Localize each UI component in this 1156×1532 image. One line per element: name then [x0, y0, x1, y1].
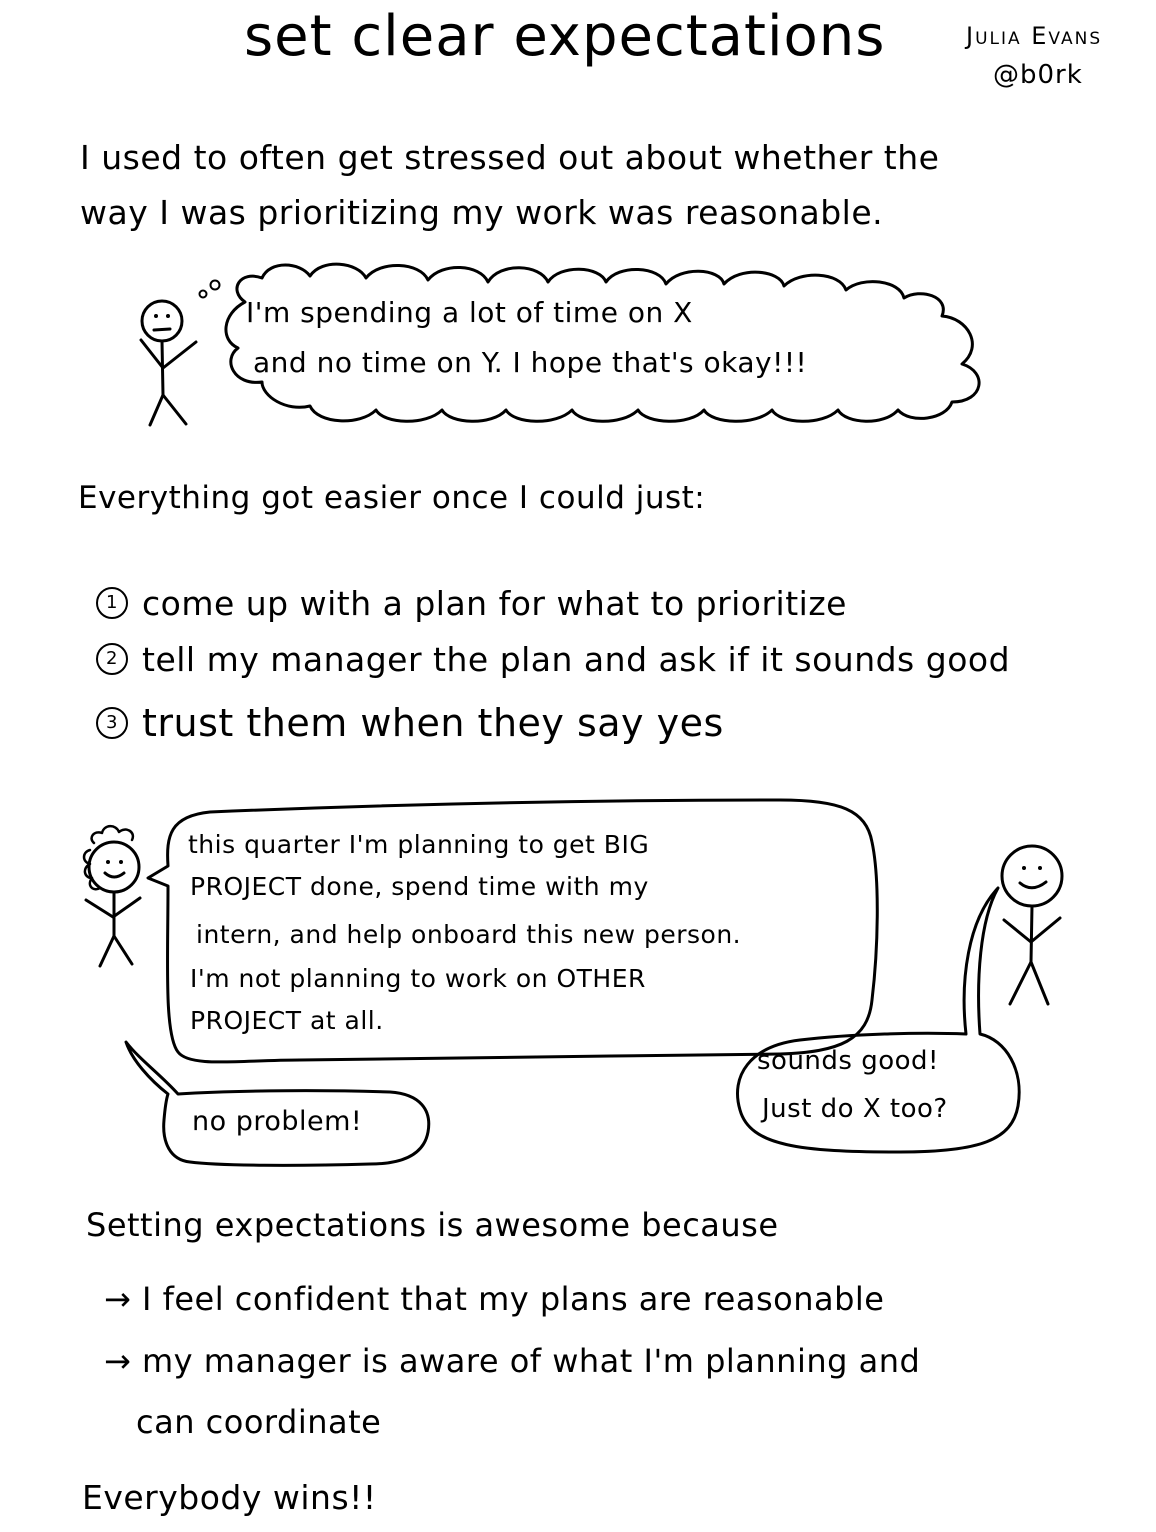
plan-bubble-line: PROJECT at all. [190, 1006, 384, 1035]
step-number-badge: 3 [96, 706, 128, 739]
stick-figure-manager [1000, 844, 1064, 1006]
no-problem-text: no problem! [192, 1106, 363, 1137]
manager-reply-line-2: Just do X too? [762, 1094, 948, 1124]
benefit-text: I feel confident that my plans are reaso… [141, 1280, 885, 1318]
benefit-item: → I feel confident that my plans are rea… [104, 1280, 884, 1318]
arrow-icon: → [104, 1280, 132, 1318]
step-text: come up with a plan for what to prioriti… [142, 584, 847, 623]
closing-line: Everybody wins!! [82, 1478, 377, 1517]
plan-speech-bubble [146, 798, 879, 1064]
step-item: 2 tell my manager the plan and ask if it … [96, 640, 1010, 679]
plan-bubble-line: intern, and help onboard this new person… [196, 920, 742, 949]
step-item: 1 come up with a plan for what to priorit… [96, 584, 847, 623]
step-item: 3 trust them when they say yes [96, 701, 724, 745]
stick-figure-curly [82, 824, 142, 968]
intro-line-1: I used to often get stressed out about w… [80, 138, 940, 177]
plan-bubble-line: PROJECT done, spend time with my [190, 872, 649, 901]
manager-reply-line-1: sounds good! [757, 1046, 939, 1076]
benefit-text-continued: can coordinate [136, 1403, 382, 1441]
thought-text-line-2: and no time on Y. I hope that's okay!!! [253, 346, 808, 379]
benefit-item: → my manager is aware of what I'm planni… [104, 1342, 920, 1380]
because-heading: Setting expectations is awesome because [86, 1206, 779, 1244]
manager-reply-bubble [736, 886, 1021, 1154]
stick-figure-worried [139, 279, 221, 427]
benefit-text: my manager is aware of what I'm planning… [141, 1342, 921, 1380]
arrow-icon: → [104, 1342, 132, 1380]
author-handle: @b0rk [993, 60, 1083, 90]
step-number-badge: 1 [96, 586, 128, 619]
thought-cloud [224, 262, 981, 423]
intro-line-2: way I was prioritizing my work was reaso… [80, 193, 884, 232]
step-text: tell my manager the plan and ask if it s… [142, 640, 1011, 679]
plan-bubble-line: this quarter I'm planning to get BIG [188, 830, 650, 859]
author-name: Julia Evans [966, 22, 1103, 50]
no-problem-bubble [124, 1040, 431, 1167]
step-number-badge: 2 [96, 642, 128, 675]
thought-text-line-1: I'm spending a lot of time on X [246, 296, 693, 329]
step-text: trust them when they say yes [142, 701, 724, 745]
easier-heading: Everything got easier once I could just: [78, 480, 706, 516]
page-title: set clear expectations [244, 4, 886, 69]
plan-bubble-line: I'm not planning to work on OTHER [190, 964, 646, 993]
